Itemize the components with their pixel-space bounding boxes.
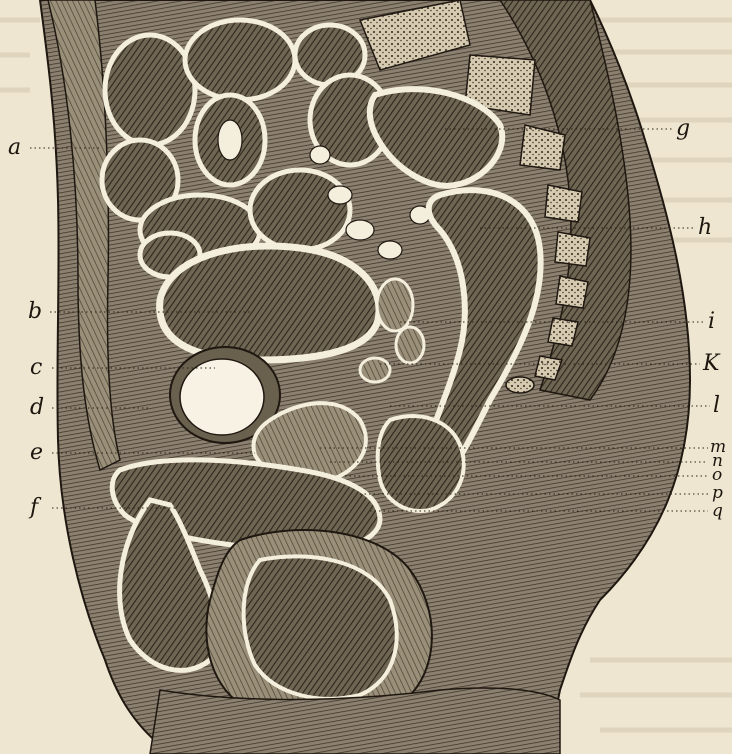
label-g: g — [676, 116, 690, 141]
label-h: h — [698, 215, 712, 240]
label-l: l — [713, 393, 720, 418]
label-d: d — [30, 395, 44, 420]
label-c: c — [30, 355, 42, 380]
label-o: o — [712, 465, 722, 485]
anal-canal — [378, 416, 464, 511]
label-i: i — [708, 309, 715, 334]
label-q: q — [712, 501, 723, 521]
bladder — [160, 246, 379, 360]
testis — [244, 556, 397, 698]
pubic-symphysis-cavity — [180, 359, 264, 435]
label-a: a — [8, 135, 21, 160]
label-p: p — [712, 483, 723, 503]
label-b: b — [28, 299, 42, 324]
label-k: K — [702, 351, 721, 376]
label-e: e — [30, 440, 43, 465]
thigh — [150, 688, 560, 754]
